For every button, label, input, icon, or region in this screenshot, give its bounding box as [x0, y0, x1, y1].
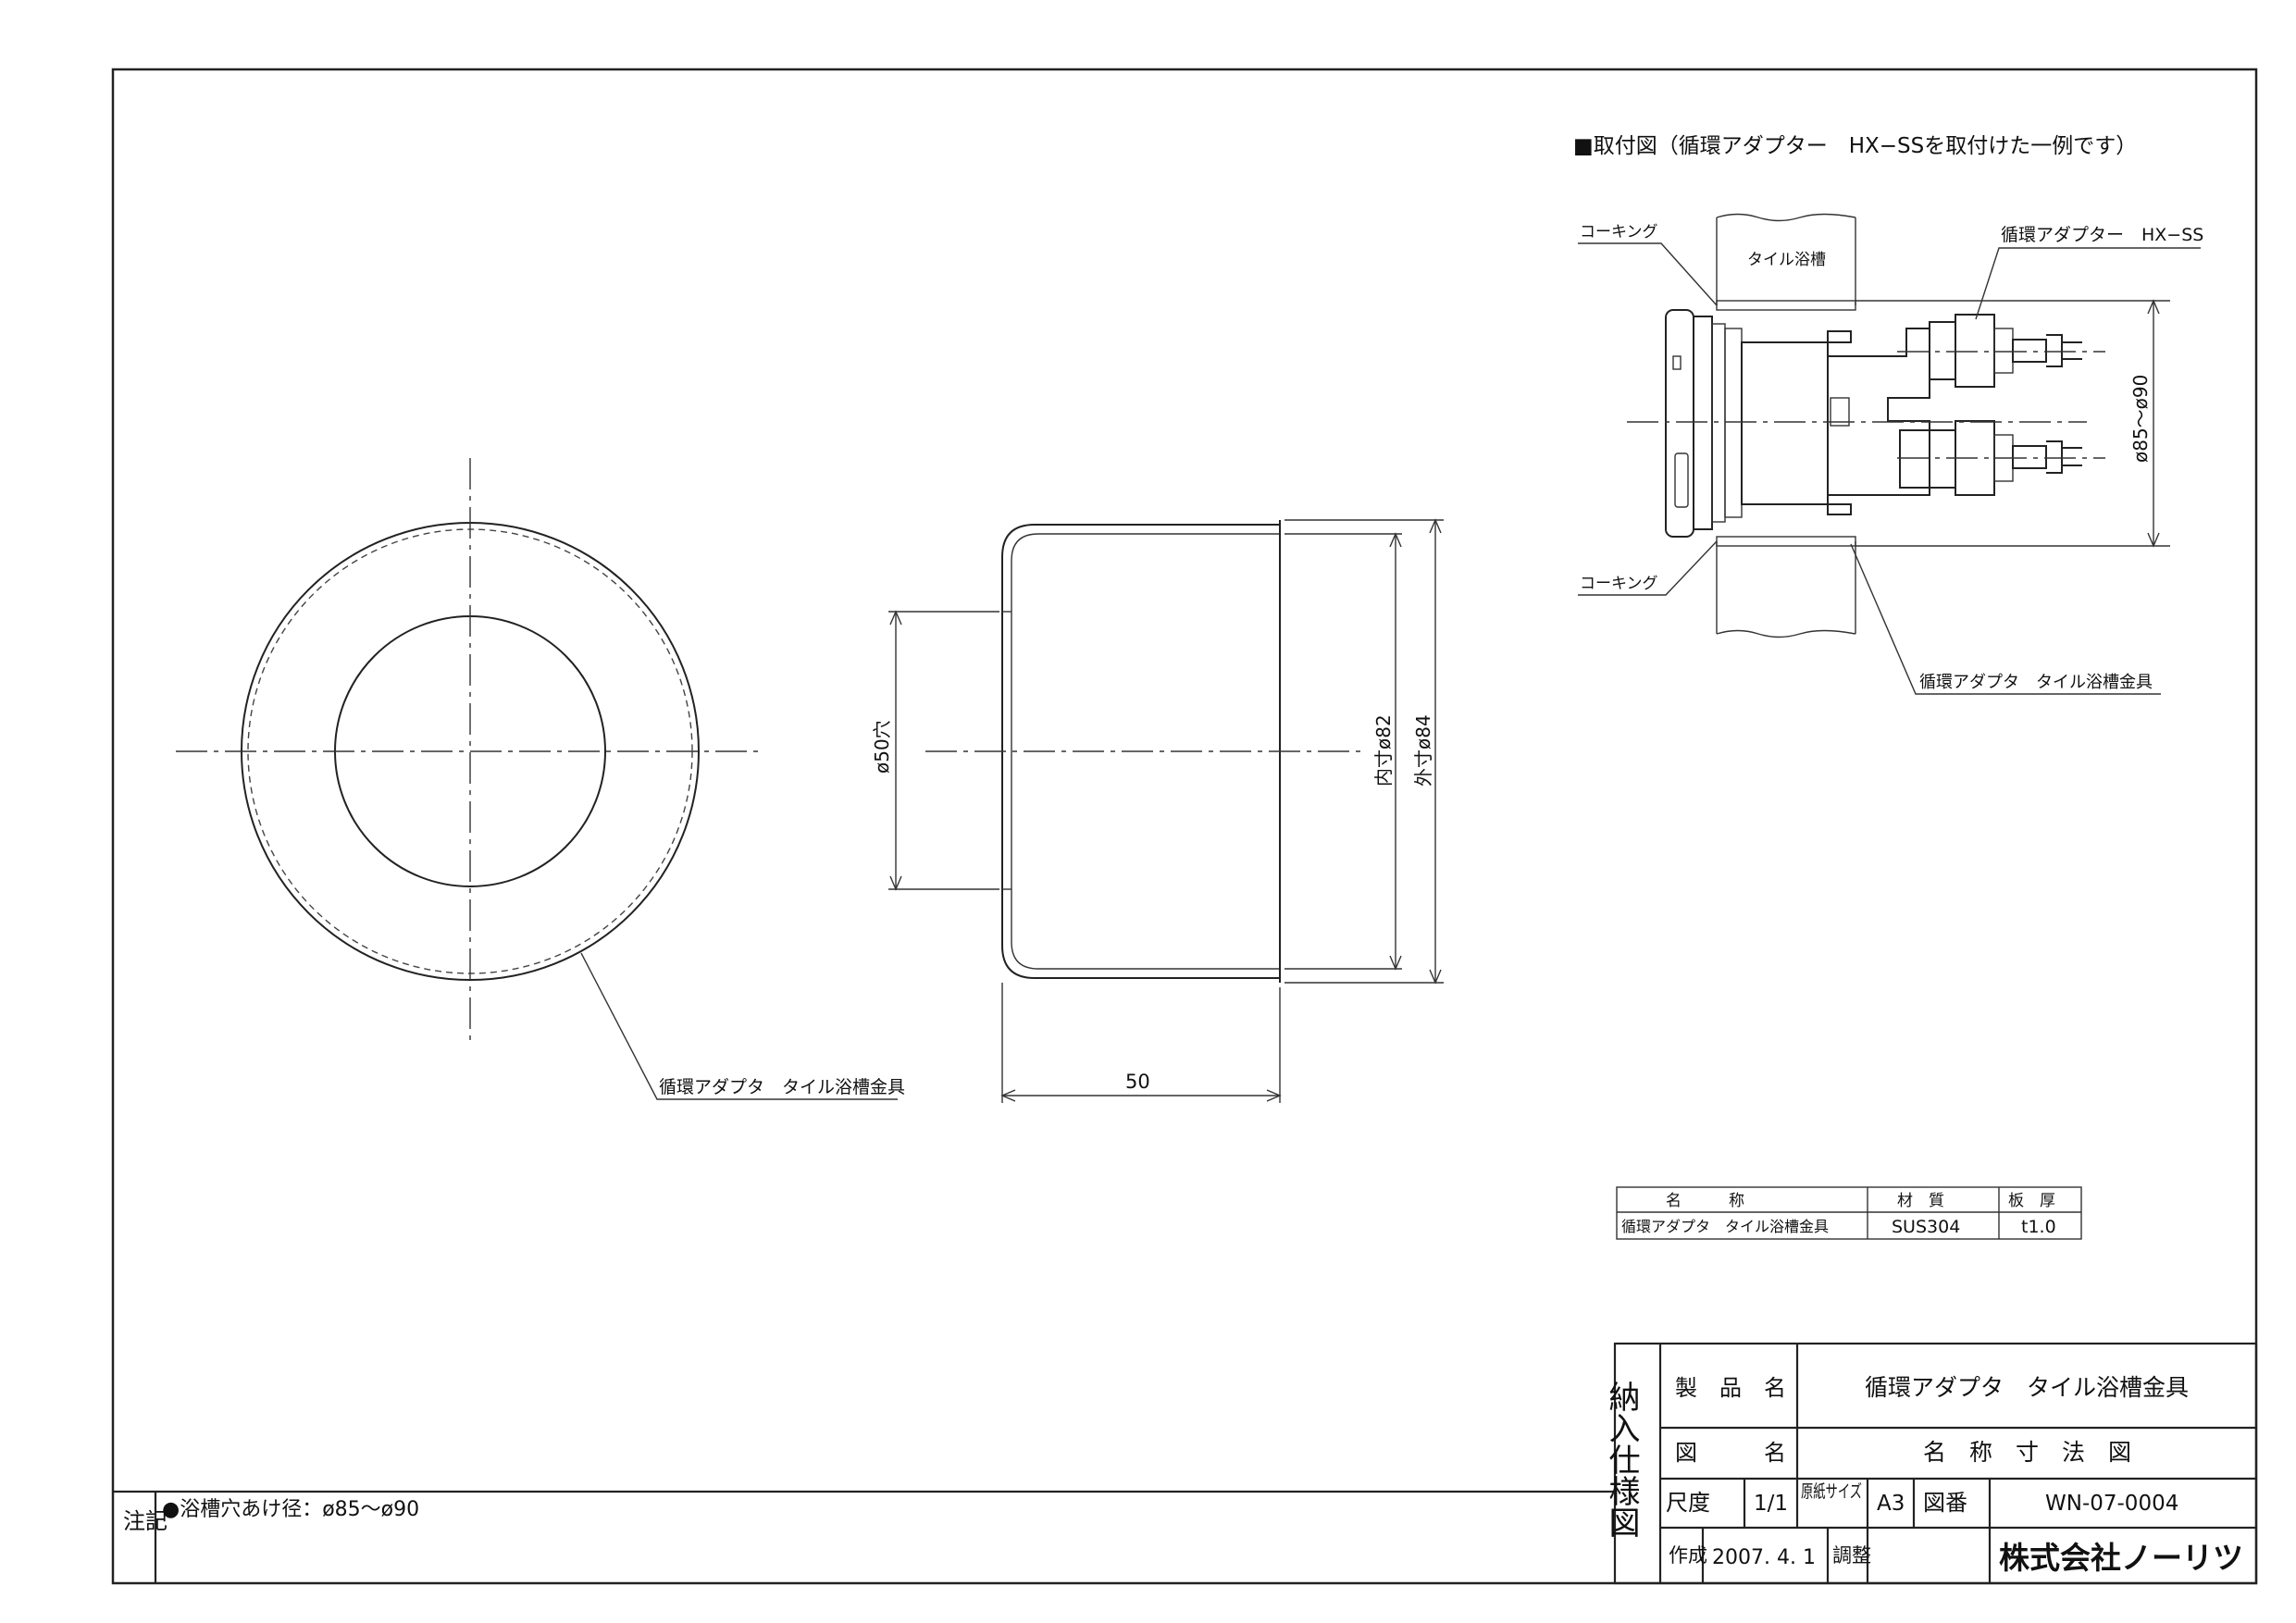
outer-dim-text: 外寸ø84 — [1412, 714, 1434, 787]
lower-nut — [1899, 429, 1956, 489]
front-leader-line — [580, 952, 898, 1100]
scale-value: 1/1 — [1754, 1492, 1788, 1516]
notes-header: 注記 — [123, 1508, 168, 1534]
drawing-name: 名 称 寸 法 図 — [1923, 1439, 2131, 1466]
notes-area: 注記 ●浴槽穴あけ径：ø85〜ø90 — [113, 1490, 1615, 1583]
adapter-body — [1741, 330, 1852, 515]
notes-text: ●浴槽穴あけ径：ø85〜ø90 — [162, 1498, 419, 1521]
title-block: 納入仕様図 製 品 名 循環アダプタ タイル浴槽金具 図 名 名 称 寸 法 図… — [1603, 1342, 2258, 1585]
adapter-leader — [1975, 247, 2201, 320]
adjusted-label: 調整 — [1832, 1544, 1871, 1567]
install-title: ■取付図（循環アダプター HX−SSを取付けた一例です） — [1573, 134, 2137, 158]
hole-range-text: ø85〜ø90 — [2129, 375, 2152, 463]
parts-row-material: SUS304 — [1892, 1217, 1960, 1237]
parts-table: 名 称 材 質 板 厚 循環アダプタ タイル浴槽金具 SUS304 t1.0 — [1616, 1186, 2082, 1240]
adapter-front-cap — [1665, 309, 1694, 538]
parts-header-name: 名 称 — [1666, 1192, 1744, 1210]
created-date: 2007. 4. 1 — [1712, 1546, 1816, 1569]
side-view: ø50穴 内寸ø82 外寸ø84 50 — [871, 518, 1444, 1103]
bathtub-wall-bottom — [1716, 541, 1856, 638]
caulking-top-leader — [1578, 242, 1718, 306]
paper-size: A3 — [1877, 1492, 1905, 1516]
bathtub-wall-top — [1716, 213, 1856, 305]
upper-pipe — [2012, 339, 2047, 363]
scale-label: 尺度 — [1666, 1490, 1710, 1516]
install-view: ■取付図（循環アダプター HX−SSを取付けた一例です） タイル浴槽 — [1573, 134, 2203, 695]
drawing-name-label: 図 名 — [1675, 1440, 1786, 1466]
length-dim-text: 50 — [1125, 1071, 1150, 1093]
caulking-bottom-label: コーキング — [1580, 575, 1658, 593]
side-label: 納入仕様図 — [1603, 1381, 1640, 1538]
paper-size-label: 原紙サイズ — [1801, 1481, 1862, 1502]
upper-nut — [1929, 321, 1956, 380]
inner-dim-text: 内寸ø82 — [1372, 714, 1395, 787]
parts-row-thickness: t1.0 — [2021, 1217, 2056, 1237]
adapter-ring — [1693, 316, 1713, 530]
fitting-label: 循環アダプタ タイル浴槽金具 — [1919, 673, 2153, 692]
front-leader-label: 循環アダプタ タイル浴槽金具 — [659, 1077, 905, 1097]
front-view: 循環アダプタ タイル浴槽金具 — [176, 458, 905, 1100]
parts-header-material: 材 質 — [1897, 1192, 1944, 1210]
caulking-top-label: コーキング — [1580, 223, 1658, 242]
inner-shell — [1011, 533, 1280, 970]
adapter-label: 循環アダプター HX−SS — [2001, 225, 2203, 245]
hole-dim-text: ø50穴 — [871, 720, 893, 774]
bathtub-label: タイル浴槽 — [1747, 251, 1826, 269]
parts-row-name: 循環アダプタ タイル浴槽金具 — [1621, 1218, 1829, 1235]
parts-header-thickness: 板 厚 — [2008, 1192, 2055, 1210]
drawing-no-label: 図番 — [1923, 1490, 1967, 1516]
drawing-no: WN-07-0004 — [2045, 1492, 2178, 1516]
product-name-label: 製 品 名 — [1675, 1375, 1786, 1401]
adapter-pipe-housing — [1828, 328, 1930, 496]
fitting-leader — [1850, 543, 2161, 695]
created-label: 作成 — [1669, 1544, 1707, 1567]
product-name: 循環アダプタ タイル浴槽金具 — [1865, 1374, 2189, 1401]
company-name: 株式会社ノーリツ — [1999, 1540, 2243, 1576]
caulking-bottom-leader — [1578, 540, 1718, 596]
sheet-border — [111, 68, 2258, 1585]
lower-pipe — [2012, 445, 2047, 469]
